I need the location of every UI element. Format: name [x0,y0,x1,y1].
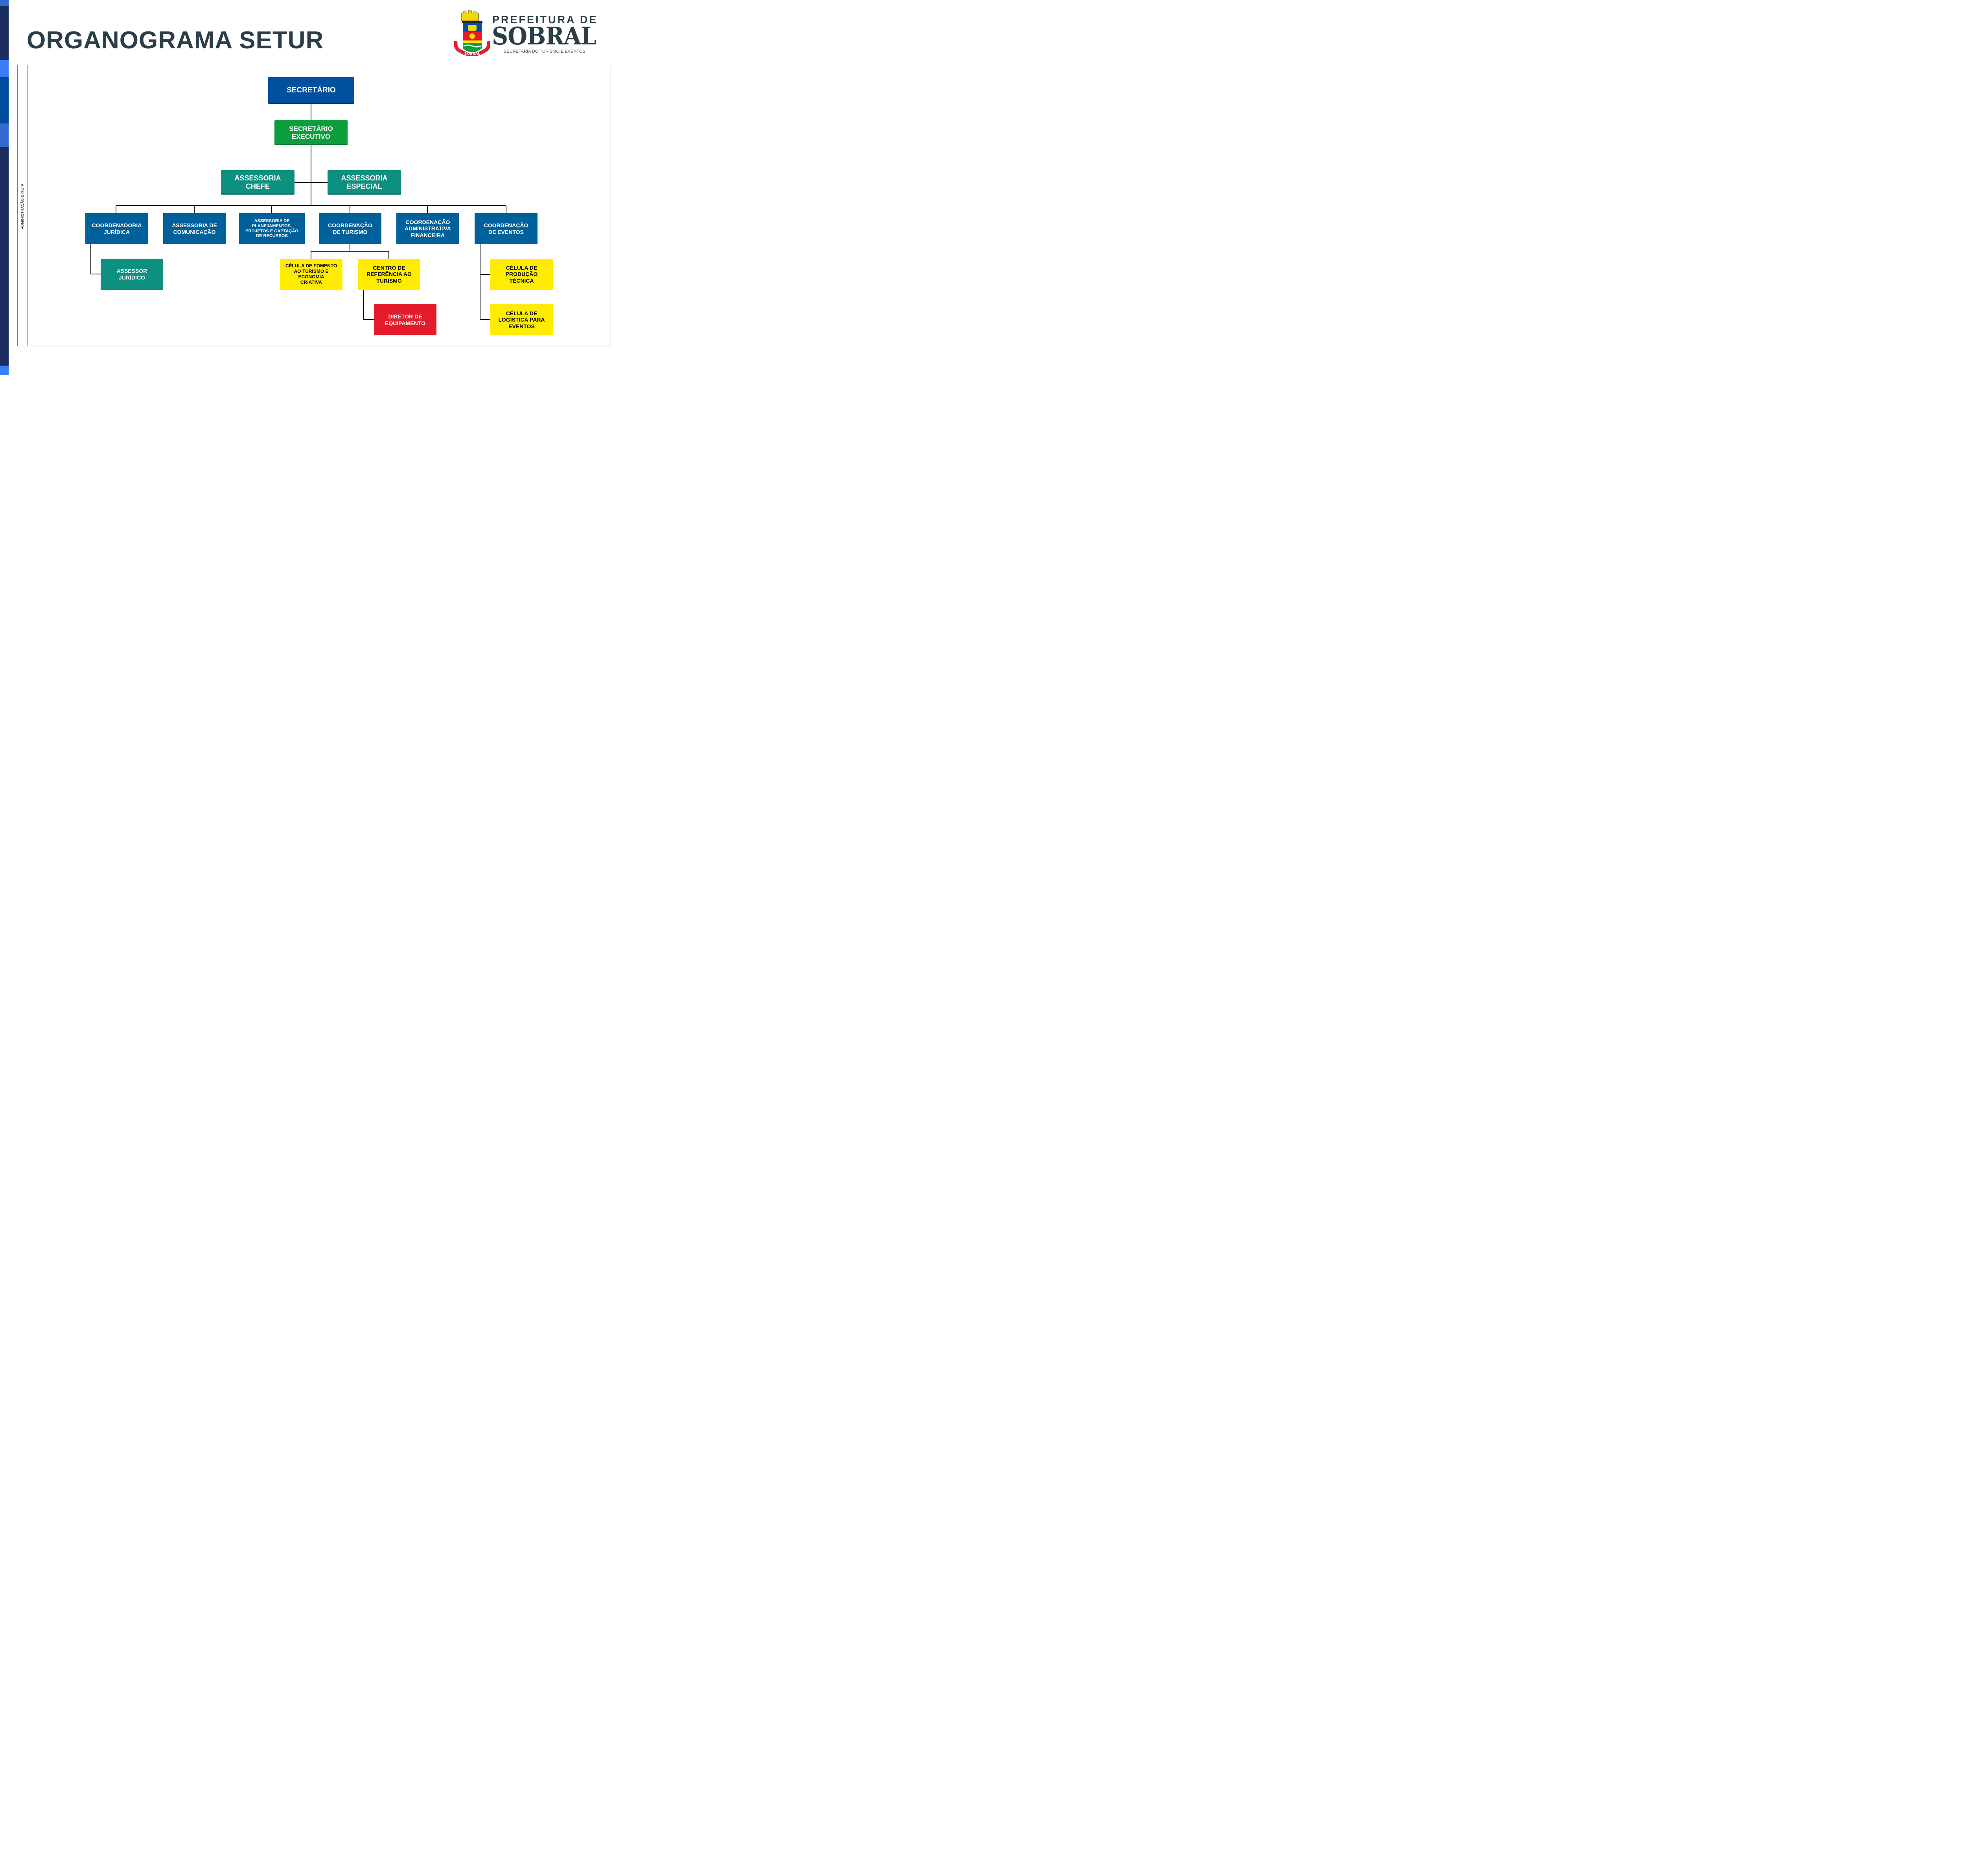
svg-text:1773: 1773 [457,48,461,55]
node-label: ASSESSORIA ESPECIAL [341,174,388,190]
node-label: DIRETOR DE EQUIPAMENTO [385,313,425,326]
side-stripe-bottom [0,200,9,375]
svg-text:SOBRAL: SOBRAL [464,52,480,56]
org-chart-frame [17,65,611,346]
node-label: ASSESSORIA DE COMUNICAÇÃO [172,222,217,235]
node-label: SECRETÁRIO EXECUTIVO [289,125,333,140]
node-label: CÉLULA DE LOGÍSTICA PARA EVENTOS [498,310,545,329]
node-coordenadoria-juridica[interactable]: COORDENADORIA JURÍDICA [85,213,148,244]
org-connectors [90,104,506,320]
side-stripe-light [0,123,9,147]
node-assessoria-comunicacao[interactable]: ASSESSORIA DE COMUNICAÇÃO [163,213,226,244]
node-secretario[interactable]: SECRETÁRIO [268,77,354,104]
frame-divider [27,65,28,346]
side-stripe-dark-1 [0,6,9,60]
node-label: COORDENAÇÃO DE TURISMO [328,222,372,235]
node-celula-logistica[interactable]: CÉLULA DE LOGÍSTICA PARA EVENTOS [490,304,553,335]
logo-sobral-text: SOBRAL [492,22,596,50]
node-secretario-executivo[interactable]: SECRETÁRIO EXECUTIVO [274,120,348,145]
side-stripe-mid [0,77,9,123]
page-title: ORGANOGRAMA SETUR [27,27,324,54]
coat-of-arms-icon: 1773 1841 SOBRAL [454,10,490,56]
node-coordenacao-turismo[interactable]: COORDENAÇÃO DE TURISMO [319,213,381,244]
connector-diretor [363,290,374,320]
node-label: CÉLULA DE PRODUÇÃO TÉCNICA [505,265,538,284]
connector-eventos-cells [480,244,490,320]
node-celula-producao[interactable]: CÉLULA DE PRODUÇÃO TÉCNICA [490,259,553,290]
node-label: CENTRO DE REFERÊNCIA AO TURISMO [366,265,412,284]
node-celula-fomento[interactable]: CÉLULA DE FOMENTO AO TURISMO E ECONOMIA … [280,259,342,290]
node-assessoria-planejamento[interactable]: ASSESSORIA DE PLANEJAMENTOS, PROJETOS E … [239,213,305,244]
prefeitura-logo: 1773 1841 SOBRAL PREFEITURA DE SOBRAL SE… [454,10,604,57]
node-assessor-juridico[interactable]: ASSESSOR JURÍDICO [101,259,163,290]
node-label: ASSESSORIA CHEFE [234,174,281,190]
node-coordenacao-adm-financeira[interactable]: COORDENAÇÃO ADMINISTRATIVA FINANCEIRA [396,213,459,244]
node-label: CÉLULA DE FOMENTO AO TURISMO E ECONOMIA … [285,263,337,285]
node-label: COORDENAÇÃO ADMINISTRATIVA FINANCEIRA [405,219,451,238]
svg-text:1841: 1841 [483,37,488,44]
node-label: ASSESSOR JURÍDICO [116,268,147,281]
side-stripe-top [0,0,9,6]
node-label: COORDENADORIA JURÍDICA [92,222,142,235]
node-label: SECRETÁRIO [287,86,336,95]
connector-assessor-juridico [90,244,101,274]
node-assessoria-especial[interactable]: ASSESSORIA ESPECIAL [328,170,401,195]
logo-prefeitura-text: PREFEITURA DE [492,14,598,26]
side-stripe-dark-2 [0,147,9,200]
side-stripe-foot [0,366,9,375]
logo-subtitle: SECRETARIA DO TURISMO E EVENTOS [504,49,585,54]
node-label: ASSESSORIA DE PLANEJAMENTOS, PROJETOS E … [245,219,298,239]
node-label: COORDENAÇÃO DE EVENTOS [484,222,528,235]
node-centro-referencia[interactable]: CENTRO DE REFERÊNCIA AO TURISMO [358,259,420,290]
node-assessoria-chefe[interactable]: ASSESSORIA CHEFE [221,170,295,195]
side-stripe-bright [0,60,9,77]
node-diretor-equipamento[interactable]: DIRETOR DE EQUIPAMENTO [374,304,436,335]
node-coordenacao-eventos[interactable]: COORDENAÇÃO DE EVENTOS [475,213,538,244]
